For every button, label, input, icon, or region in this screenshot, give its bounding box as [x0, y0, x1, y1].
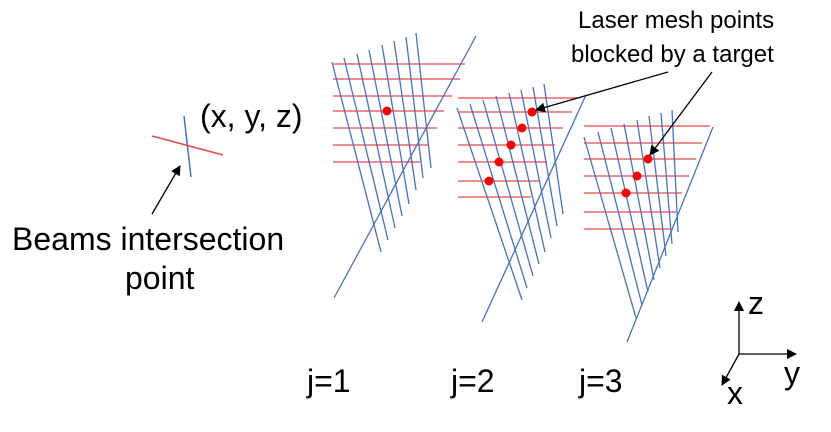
- mesh-blue-beam: [368, 49, 403, 217]
- mesh-blue-beam: [583, 136, 637, 319]
- blocked-points: [382, 106, 653, 198]
- mesh-blue-beam: [393, 40, 417, 191]
- mesh-blue-beam: [648, 115, 667, 257]
- blocked-point: [643, 154, 653, 164]
- mesh-j1: [331, 32, 477, 299]
- blocked-point: [382, 106, 392, 116]
- mesh-blue-beam: [405, 36, 424, 179]
- mesh-blue-beam: [610, 127, 649, 293]
- mesh-blue-beam: [495, 95, 540, 265]
- x-axis-arrow: [721, 353, 740, 386]
- mesh-blue-beam: [508, 92, 546, 253]
- red-beam: [151, 135, 224, 156]
- axis-z-label: z: [748, 285, 764, 321]
- mesh-blue-beam: [660, 112, 673, 245]
- blocked-point: [517, 123, 527, 133]
- mesh-edge-beam: [333, 35, 477, 299]
- blocked-point: [632, 171, 642, 181]
- blue-beam: [183, 115, 192, 178]
- mesh-label-line2: blocked by a target: [571, 41, 774, 68]
- blocked-point: [621, 188, 631, 198]
- mesh-blue-beam: [469, 103, 528, 289]
- mesh-blue-beam: [482, 99, 534, 277]
- mesh-edge-beam: [626, 126, 714, 343]
- coordinate-label: (x, y, z): [200, 98, 303, 134]
- blocked-point: [527, 107, 537, 117]
- axis-y-label: y: [784, 355, 800, 391]
- mesh-j3: [583, 109, 714, 343]
- beams-intersection-cross: [151, 115, 224, 178]
- blocked-point: [494, 157, 504, 167]
- mesh-blue-beam: [415, 32, 432, 169]
- mesh-blue-beam: [456, 107, 523, 301]
- mesh-blue-beam: [520, 89, 552, 239]
- mesh-edge-beam: [481, 94, 587, 323]
- beams-label-line2: point: [125, 260, 195, 296]
- mesh-j2: [456, 83, 587, 323]
- axis-x-label: x: [727, 375, 743, 411]
- mesh-blue-beam: [597, 131, 643, 306]
- blocked-point: [506, 140, 516, 150]
- mesh-blue-beam: [381, 44, 410, 205]
- mesh-arrow-j3: [649, 71, 713, 156]
- mesh-j2-label: j=2: [450, 363, 495, 399]
- mesh-blue-beam: [623, 123, 655, 281]
- mesh-blue-beam: [671, 109, 679, 233]
- mesh-blue-beam: [356, 53, 396, 229]
- mesh-blue-beam: [636, 119, 661, 269]
- mesh-blue-beam: [543, 83, 564, 215]
- mesh-blue-beam: [343, 57, 389, 241]
- beams-label-line1: Beams intersection: [12, 221, 284, 257]
- mesh-label-line1: Laser mesh points: [578, 7, 774, 34]
- blocked-point: [484, 176, 494, 186]
- mesh-j3-label: j=3: [578, 363, 623, 399]
- mesh-blue-beam: [331, 61, 382, 253]
- mesh-j1-label: j=1: [306, 363, 351, 399]
- mesh-arrow-j2: [535, 71, 669, 113]
- coordinate-axes: [721, 301, 797, 386]
- beams-arrow: [151, 165, 181, 215]
- annotation-arrows: [151, 71, 713, 215]
